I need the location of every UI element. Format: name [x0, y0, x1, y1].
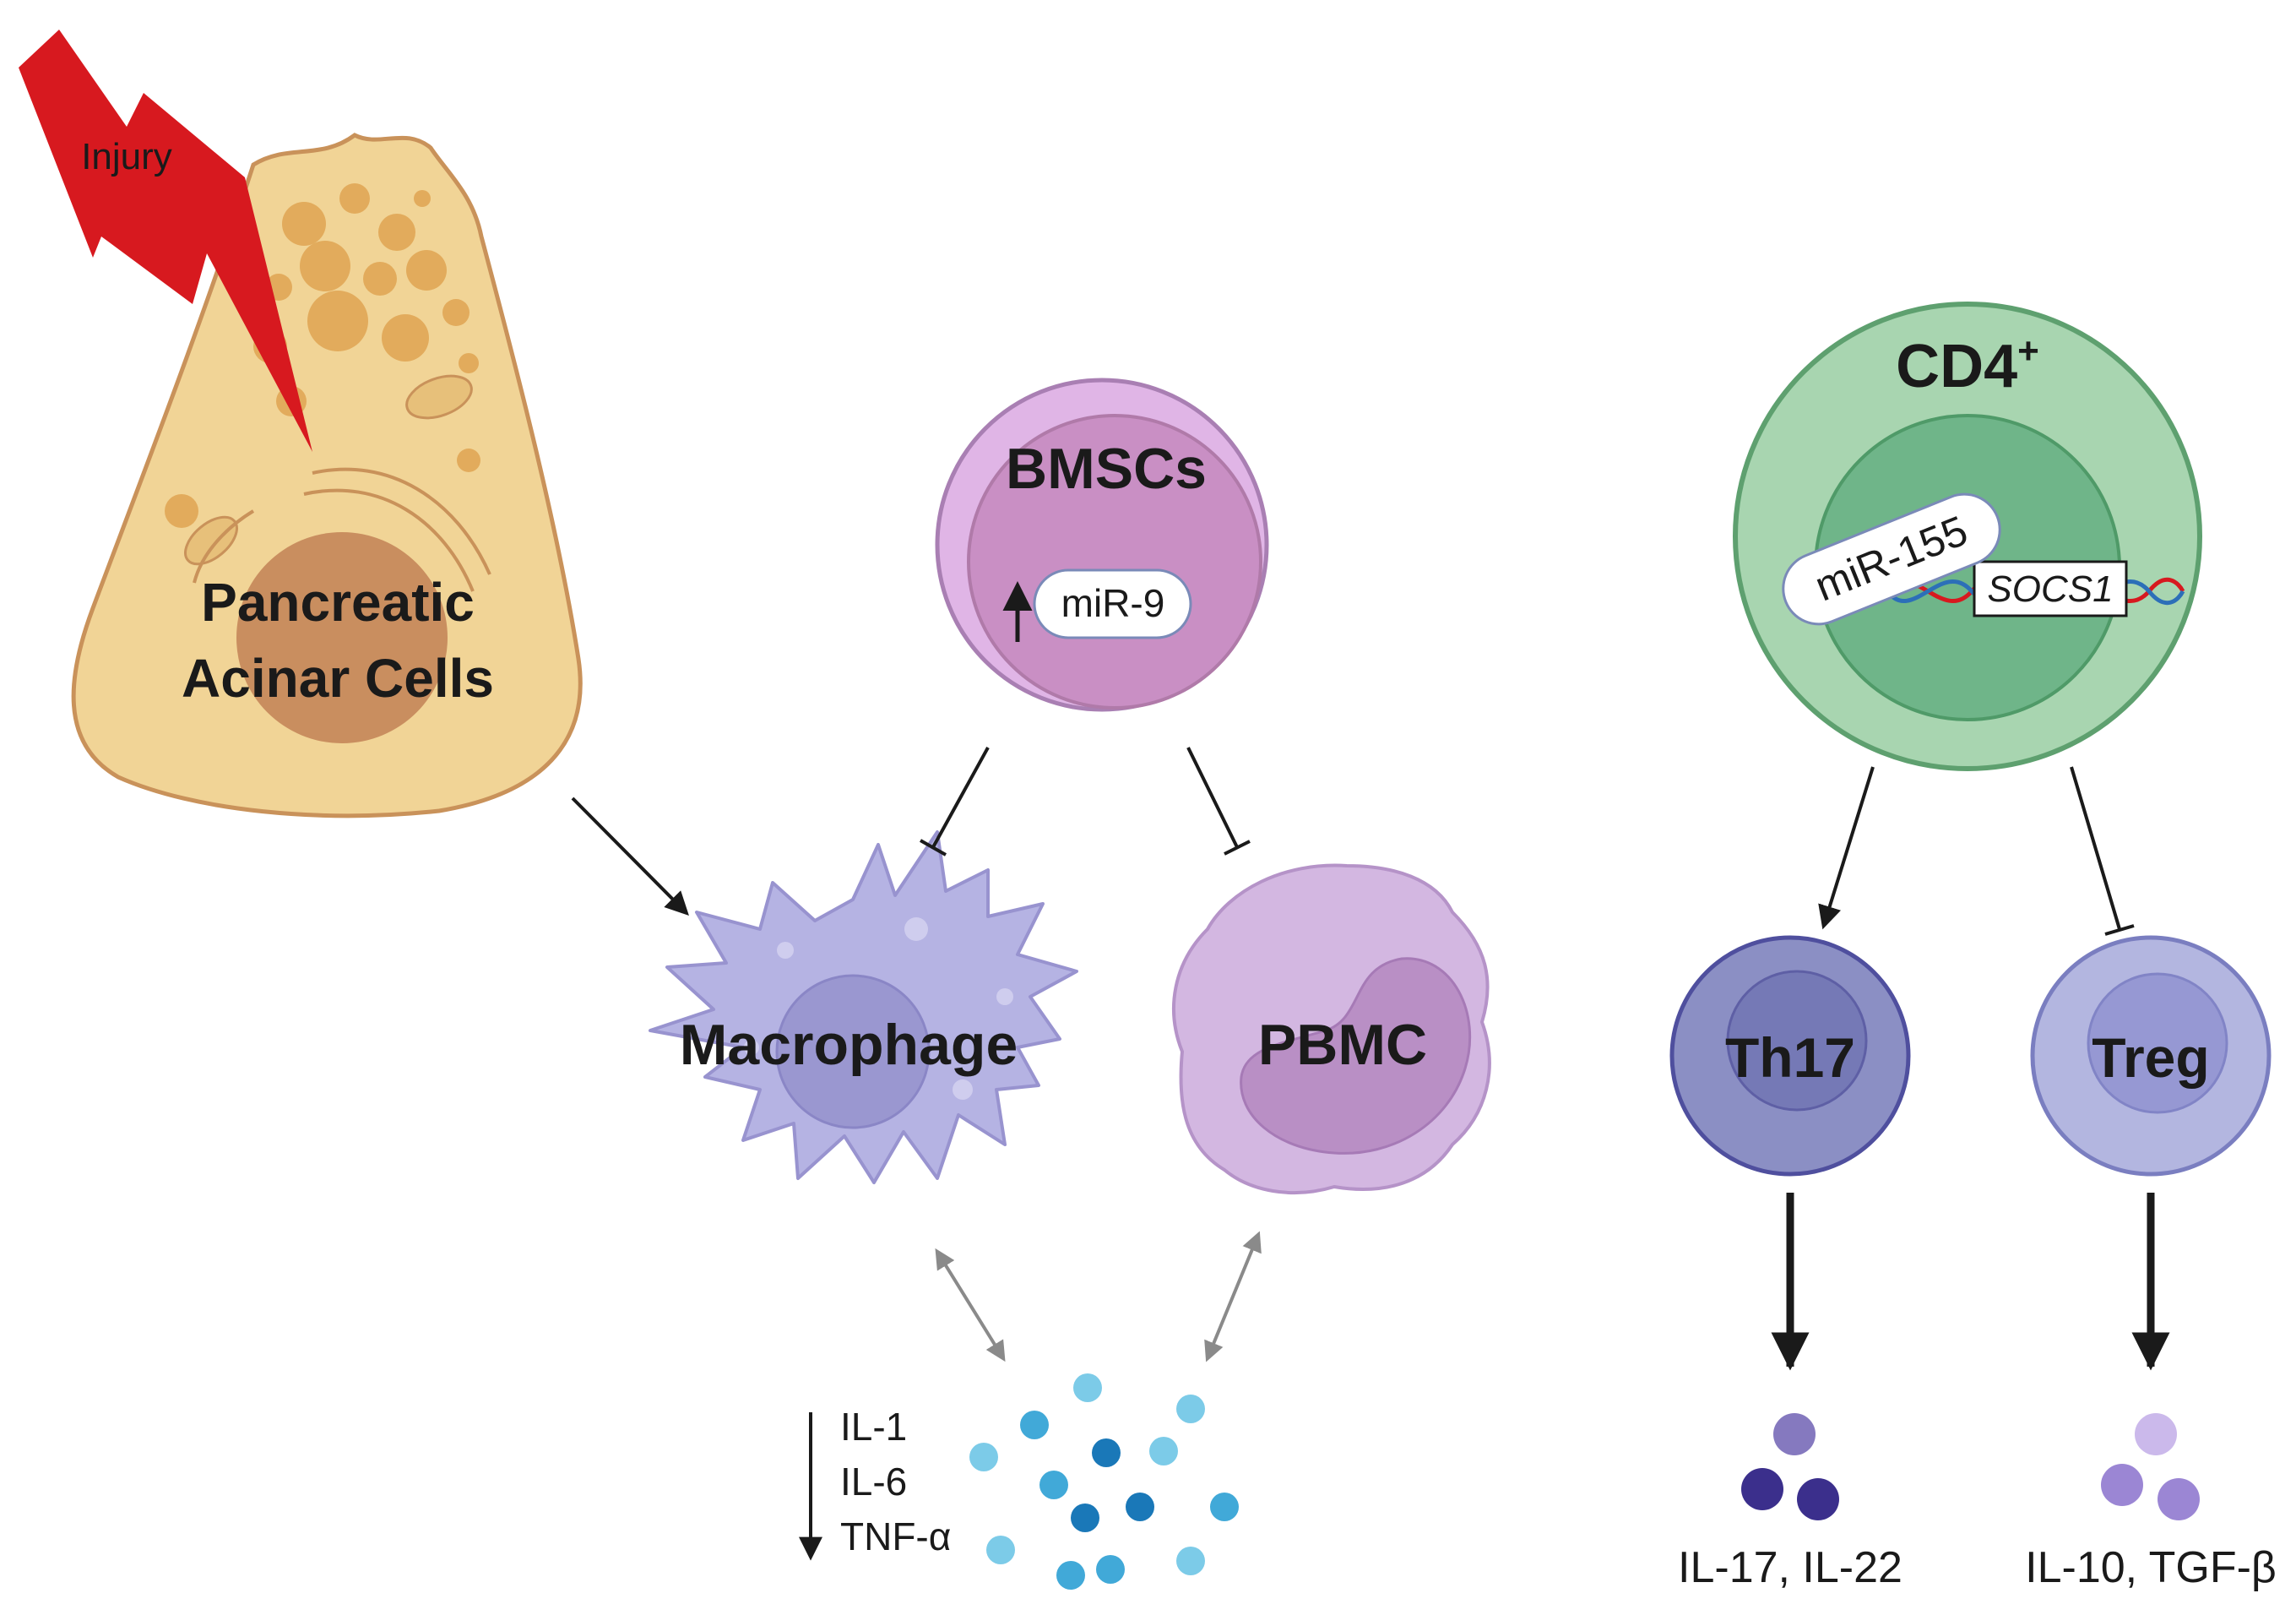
cytokine-il6-label: IL-6 — [840, 1460, 907, 1504]
treg-products-label: IL-10, TGF-β — [2025, 1543, 2277, 1592]
treg-label: Treg — [2092, 1026, 2209, 1089]
cytokine-il1-label: IL-1 — [840, 1405, 907, 1449]
mirna-9-pill — [1033, 568, 1192, 639]
cd4-inhibits-treg — [2070, 766, 2135, 936]
macrophage-label: Macrophage — [680, 1013, 1018, 1077]
macrophage-vesicles — [744, 917, 1013, 1100]
pbmc-cell: PBMC — [1172, 863, 1491, 1195]
acinar-nucleus — [236, 532, 448, 743]
macrophage-cytokine-double-arrow — [935, 1248, 1006, 1362]
cd4-to-th17-arrow — [1818, 766, 1875, 930]
endoplasmic-reticulum — [193, 467, 491, 592]
macrophage-cell: Macrophage — [649, 830, 1078, 1184]
cytokine-particles — [969, 1373, 1239, 1590]
treg-nucleus — [2087, 972, 2228, 1114]
mirna-155-pill — [1782, 492, 2001, 626]
th17-nucleus — [1726, 970, 1868, 1112]
cd4-label: CD4+ — [1896, 330, 2039, 400]
cytokine-tnfa-label: TNF-α — [840, 1514, 951, 1558]
lightning-bolt-icon — [19, 30, 312, 452]
acinar-label-line2: Acinar Cells — [182, 648, 494, 709]
cd4-cell: CD4+ SOCS1 miR-155 — [1733, 302, 2202, 771]
acinar-to-macrophage-arrow — [571, 797, 689, 916]
pbmc-nucleus — [1240, 957, 1472, 1155]
mirna-9-label: miR-9 — [1061, 581, 1165, 625]
th17-cell: Th17 — [1669, 935, 1911, 1177]
bmsc-inhibits-macrophage — [920, 747, 990, 856]
mitochondrion-shape — [405, 374, 473, 420]
pbmc-label: PBMC — [1258, 1013, 1427, 1077]
th17-product-particles — [1741, 1413, 1839, 1520]
socs1-gene-label: SOCS1 — [1987, 568, 2113, 610]
socs1-gene-box — [1973, 560, 2128, 617]
treg-product-particles — [2101, 1413, 2200, 1520]
bmsc-label: BMSCs — [1006, 437, 1207, 501]
th17-label: Th17 — [1725, 1026, 1855, 1089]
bmsc-inhibits-pbmc — [1186, 747, 1251, 856]
pbmc-cytokine-double-arrow — [1204, 1231, 1262, 1362]
th17-products-label: IL-17, IL-22 — [1678, 1543, 1902, 1592]
macrophage-nucleus — [775, 974, 931, 1129]
mitochondrion-shape — [184, 515, 238, 566]
bmsc-cell: BMSCs miR-9 — [935, 378, 1269, 712]
cytokine-decrease: IL-1 IL-6 TNF-α — [799, 1405, 951, 1561]
injury-label: Injury — [81, 136, 172, 177]
injury: Injury — [19, 30, 312, 452]
treg-cell: Treg — [2030, 935, 2272, 1177]
acinar-label-line1: Pancreatic — [201, 572, 475, 633]
bmsc-nucleus — [967, 414, 1262, 710]
cd4-superscript: + — [2017, 330, 2039, 372]
